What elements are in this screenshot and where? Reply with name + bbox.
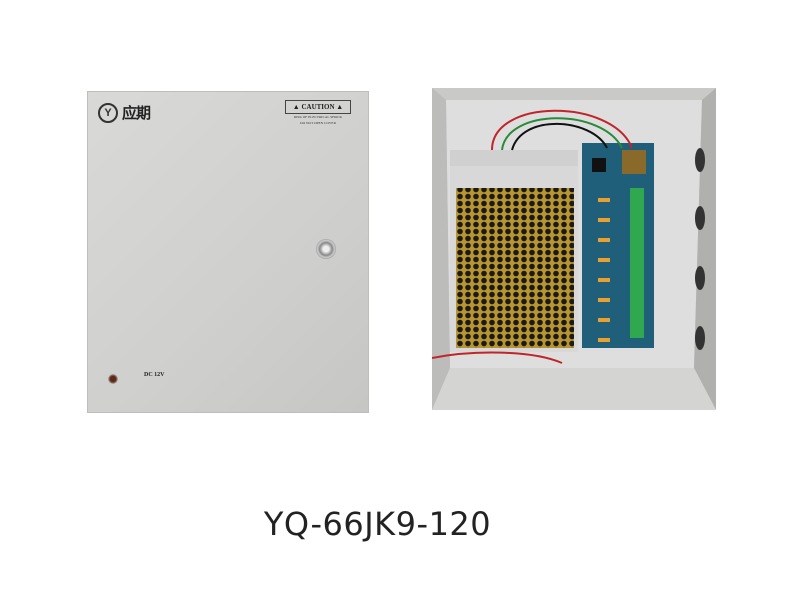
knockout-holes xyxy=(695,148,705,350)
key-lock xyxy=(316,239,336,259)
wires xyxy=(432,109,633,364)
product-model-caption: YQ-66JK9-120 xyxy=(263,505,492,543)
caution-warning-2: DO NOT OPEN COVER xyxy=(300,121,336,125)
power-indicator-led xyxy=(108,374,118,384)
power-supply-module xyxy=(450,150,578,352)
caution-warning-1: RISK OF ELECTRICAL SHOCK xyxy=(293,115,343,119)
brand-logo: Y 应期 xyxy=(98,102,151,123)
distribution-board xyxy=(582,143,654,348)
voltage-label: DC 12V xyxy=(144,372,165,378)
closed-cabinet-photo: Y 应期 ▲ CAUTION ▲ RISK OF ELECTRICAL SHOC… xyxy=(88,92,368,412)
brand-logo-text: 应期 xyxy=(122,104,151,122)
caution-label: CAUTION xyxy=(301,103,335,111)
caution-sticker: ▲ CAUTION ▲ RISK OF ELECTRICAL SHOCK DO … xyxy=(285,100,351,126)
brand-mark-icon: Y xyxy=(98,102,118,123)
open-cabinet-photo xyxy=(432,88,716,410)
